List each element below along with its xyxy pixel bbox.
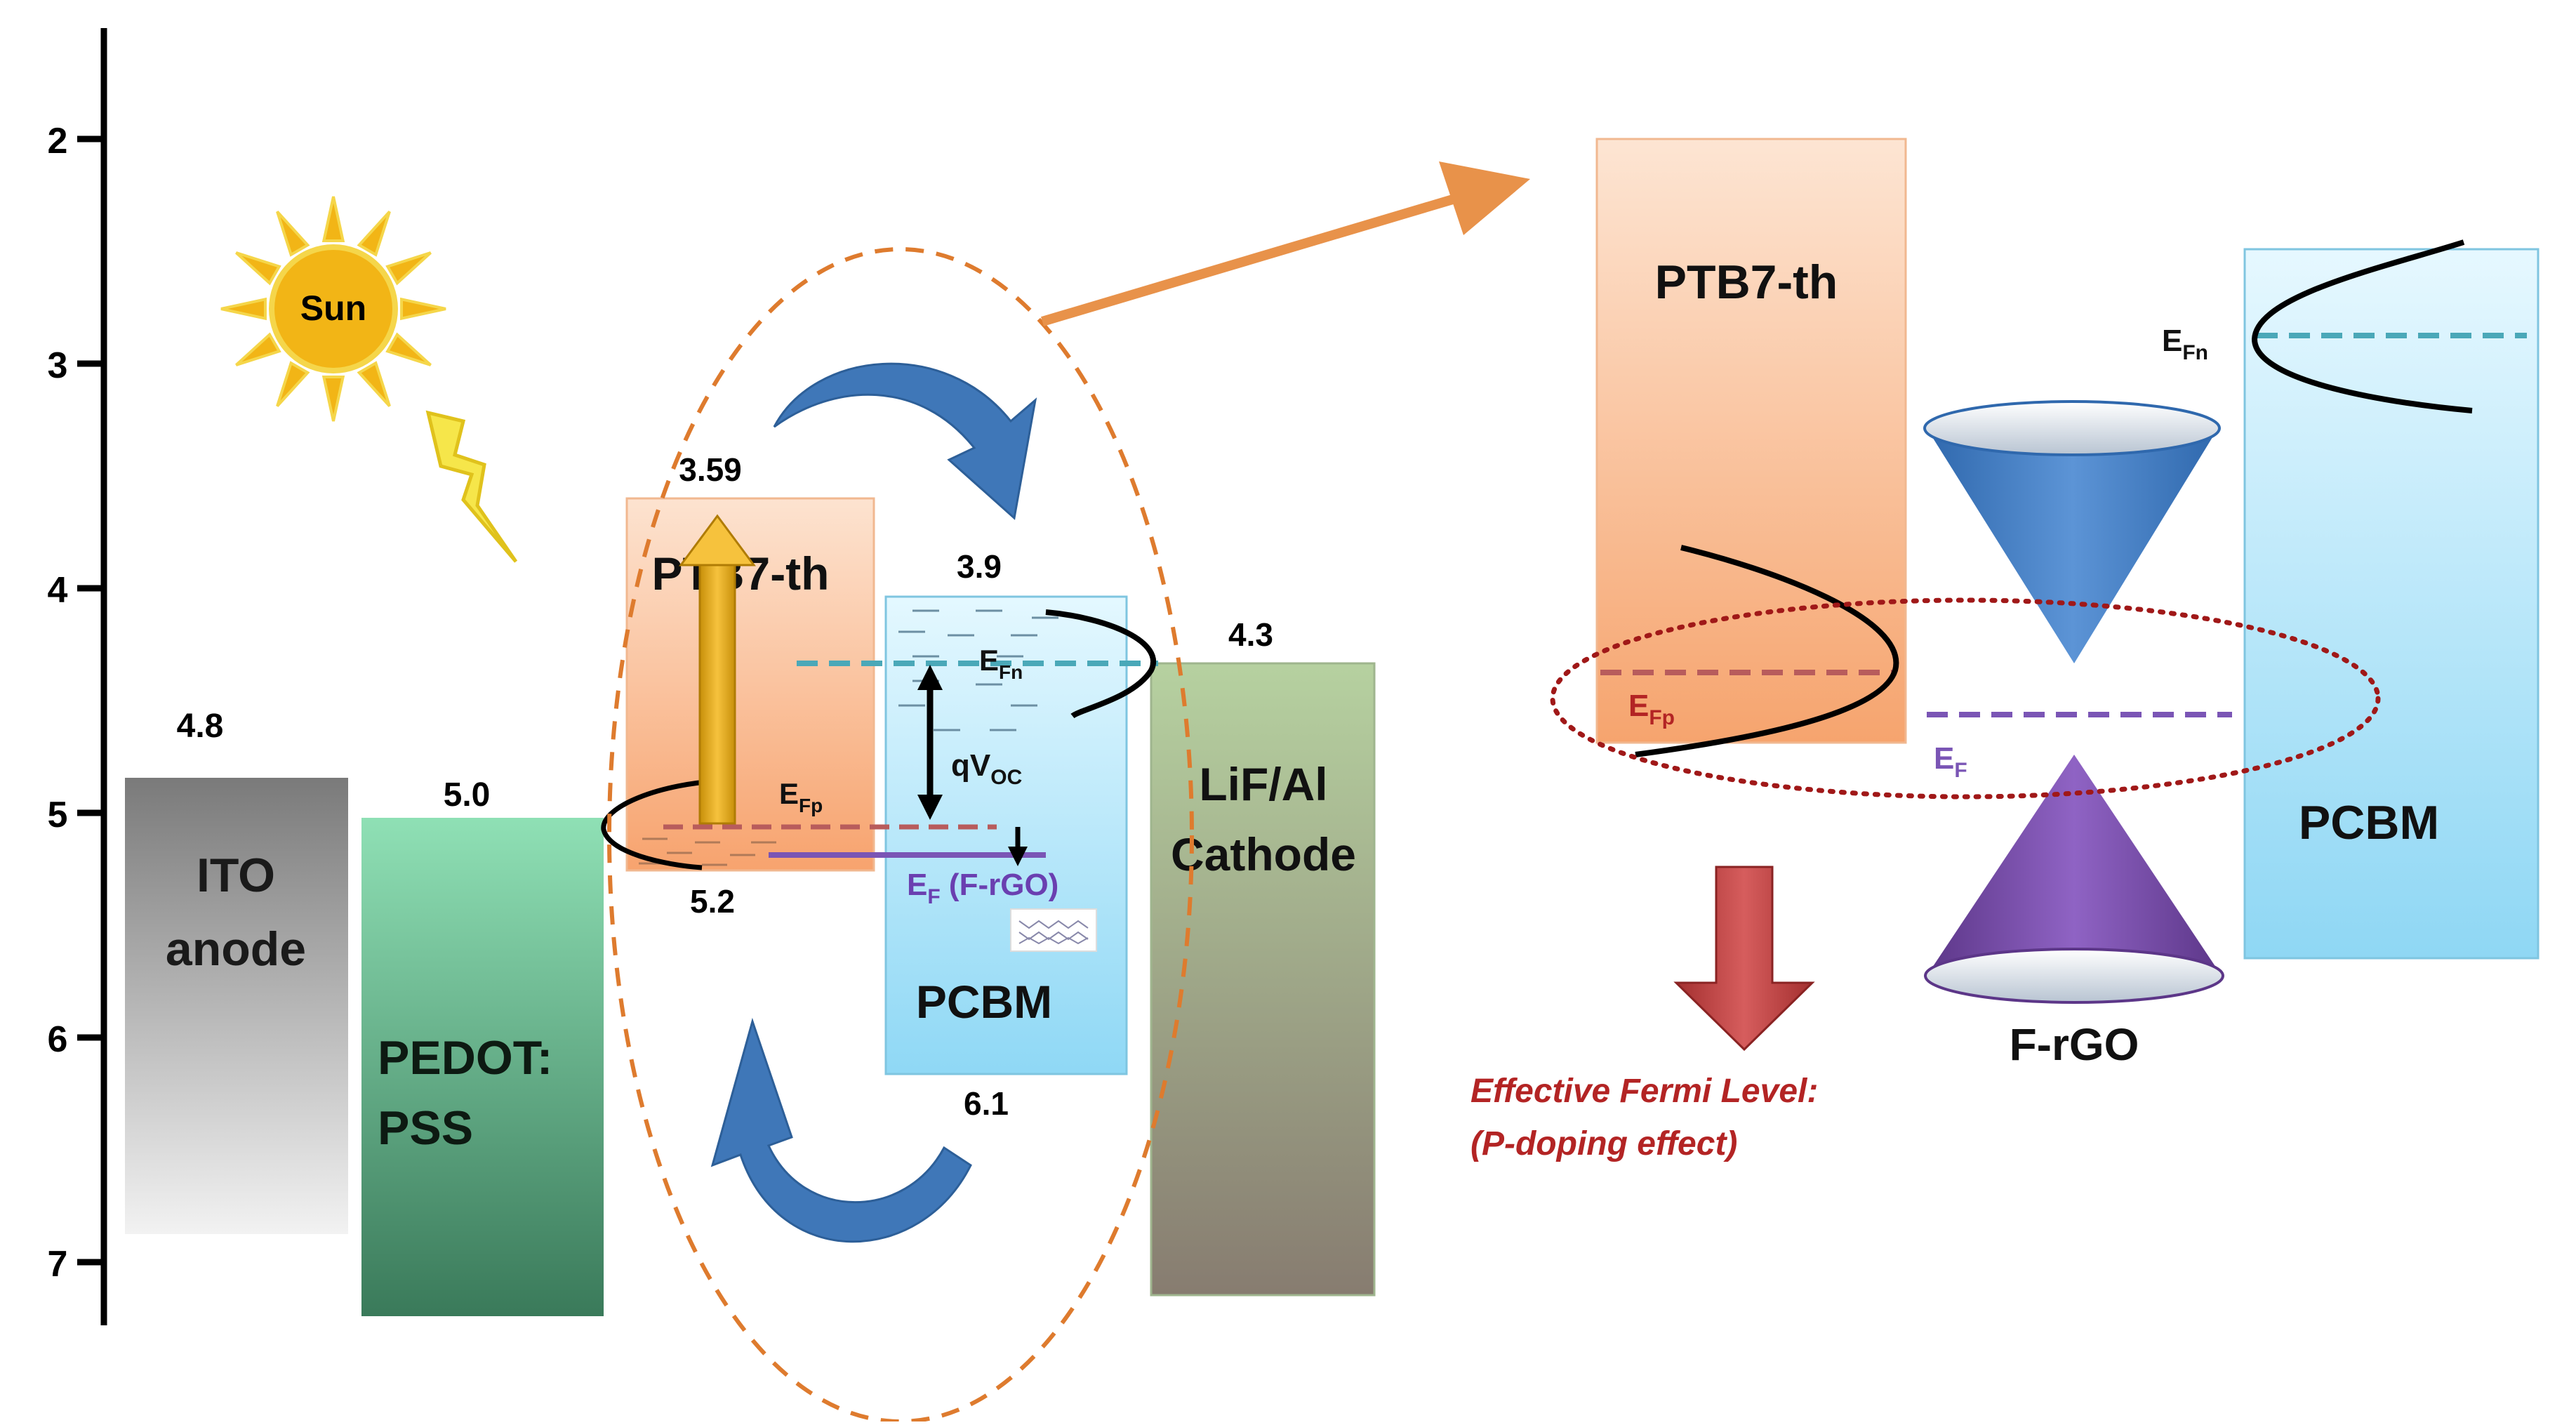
axis-tick-label: 3 xyxy=(48,345,68,386)
zoom-ptb7-bar xyxy=(1595,138,1907,744)
frgo-lower-cone-icon xyxy=(1924,755,2224,1004)
axis-tick-label: 2 xyxy=(48,121,68,161)
fermi-region-ellipse xyxy=(1550,597,2381,800)
sun-ray xyxy=(385,332,432,366)
zoom-ptb7-label: PTB7-th xyxy=(1655,256,1838,309)
zoom-ptb7: PTB7-th xyxy=(1595,138,1907,744)
zoom-arrow-line xyxy=(1041,190,1468,326)
axis-tick-label: 6 xyxy=(48,1019,68,1060)
efp-label: EFp xyxy=(779,777,823,816)
pedot-bar xyxy=(361,818,604,1316)
pedot-label-line1: PEDOT: xyxy=(378,1031,552,1085)
efn-label: EFn xyxy=(979,644,1023,683)
sun-ray xyxy=(235,332,281,366)
sun-ray xyxy=(400,297,446,321)
sun-ray xyxy=(357,211,391,257)
zoom-arrow-head xyxy=(1439,161,1530,235)
curved-arrow-top-icon xyxy=(773,362,1037,520)
sun-ray xyxy=(276,361,310,407)
zoom-pcbm-dos-curve xyxy=(2251,239,2473,413)
axis-tick-label: 4 xyxy=(48,570,68,611)
cathode-bar xyxy=(1150,662,1376,1297)
ptb7-dos-curve xyxy=(601,778,727,870)
sun-ray xyxy=(220,297,267,321)
curved-arrow-bottom-icon xyxy=(710,1017,972,1243)
zoom-pcbm: PCBM xyxy=(2243,248,2540,960)
pcbm-label: PCBM xyxy=(916,976,1052,1028)
ptb7-homo-label: 5.2 xyxy=(690,883,735,920)
layer-cathode: LiF/Al Cathode 4.3 xyxy=(1150,616,1376,1297)
zoom-ef-label: EF xyxy=(1934,741,1967,782)
zoom-frgo-label: F-rGO xyxy=(2010,1019,2139,1070)
cathode-level-label: 4.3 xyxy=(1228,616,1273,653)
pcbm-dos-curve xyxy=(1045,609,1156,719)
cathode-label-line2: Cathode xyxy=(1171,828,1356,880)
zoom-pcbm-bar xyxy=(2243,248,2540,960)
zoom-ptb7-dos-curve xyxy=(1635,545,1899,757)
axis-tick-label: 5 xyxy=(48,795,68,835)
effect-label-line2: (P-doping effect) xyxy=(1470,1125,1737,1162)
energy-axis: 2 3 4 5 6 7 xyxy=(48,28,107,1325)
effect-label-line1: Effective Fermi Level: xyxy=(1470,1073,1818,1110)
sun-ray xyxy=(321,376,345,422)
pcbm-lumo-label: 3.9 xyxy=(957,548,1002,585)
pcbm-electron-dashes xyxy=(898,609,1058,731)
layer-pcbm: PCBM 3.9 6.1 xyxy=(884,548,1128,1122)
sun-label: Sun xyxy=(300,289,366,328)
sun-ray xyxy=(385,251,432,286)
layer-ptb7: PTB7-th 3.59 5.2 xyxy=(625,451,875,920)
lightning-icon xyxy=(425,410,518,563)
frgo-upper-cone-icon xyxy=(1923,400,2221,663)
p-doping-arrow-icon xyxy=(1673,866,1815,1052)
sun-ray xyxy=(235,251,281,286)
zoom-efp-label: EFp xyxy=(1628,689,1675,729)
axis-tick-label: 7 xyxy=(48,1244,68,1285)
zoom-efn-label: EFn xyxy=(2162,324,2208,364)
pcbm-homo-label: 6.1 xyxy=(964,1085,1009,1122)
frgo-sheet-icon xyxy=(1010,908,1097,952)
zoom-pcbm-label: PCBM xyxy=(2299,796,2439,849)
layer-ito: ITO anode 4.8 xyxy=(125,708,348,1234)
sun-ray xyxy=(357,361,391,407)
pedot-label-line2: PSS xyxy=(378,1101,473,1155)
ito-label-line1: ITO xyxy=(197,849,275,902)
pedot-level-label: 5.0 xyxy=(444,776,491,814)
qvoc-label: qVOC xyxy=(951,748,1022,789)
layer-pedot: PEDOT: PSS 5.0 xyxy=(361,776,604,1316)
ito-bar xyxy=(125,778,348,1234)
region-highlight-ellipse xyxy=(607,247,1194,1424)
axis-ticks: 2 3 4 5 6 7 xyxy=(48,121,105,1285)
ef-frgo-label: EF (F-rGO) xyxy=(907,868,1058,908)
ito-level-label: 4.8 xyxy=(177,708,224,745)
sun-ray xyxy=(321,196,345,242)
sun-icon: Sun xyxy=(220,196,446,422)
ptb7-lumo-label: 3.59 xyxy=(679,451,742,488)
ito-label-line2: anode xyxy=(166,922,306,976)
excitation-arrow-icon xyxy=(679,514,756,825)
sun-disc xyxy=(269,244,398,373)
cathode-label-line1: LiF/Al xyxy=(1199,758,1327,810)
sun-ray xyxy=(276,211,310,257)
